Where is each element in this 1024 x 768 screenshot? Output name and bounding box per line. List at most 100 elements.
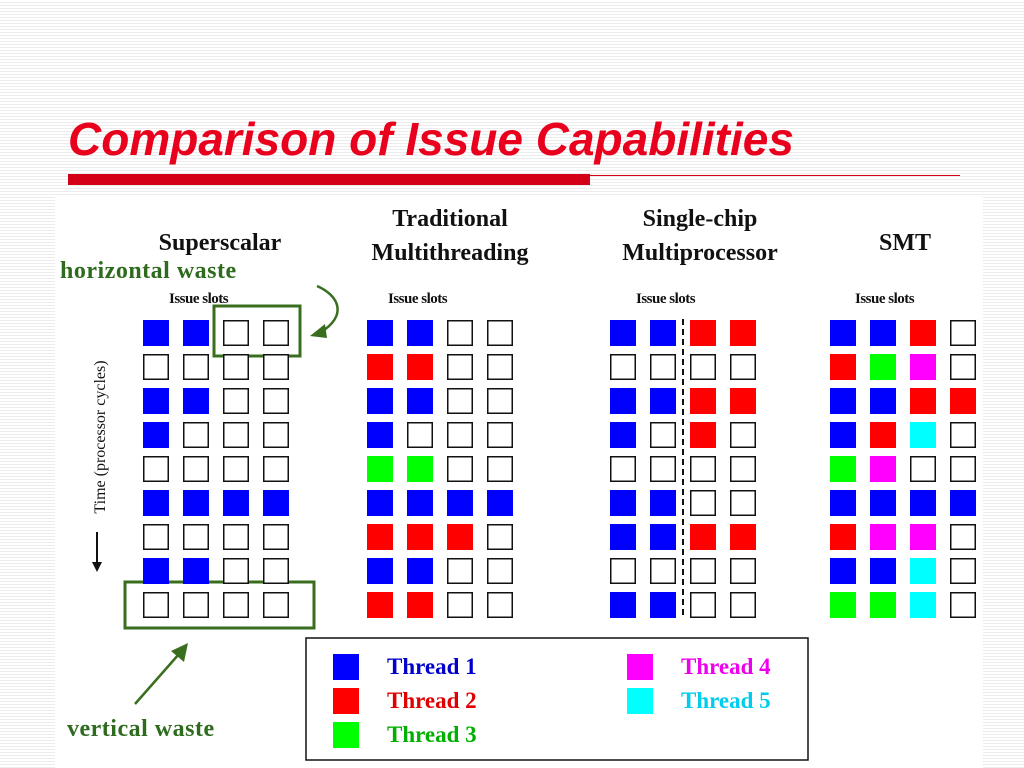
horizontal-waste-box: [212, 304, 302, 358]
issue-slot-empty: [650, 558, 676, 584]
issue-slot-thread-1: [407, 388, 433, 414]
issue-slot-thread-1: [610, 422, 636, 448]
issue-slot-thread-1: [950, 490, 976, 516]
issue-slot-thread-1: [143, 558, 169, 584]
slide-title: Comparison of Issue Capabilities: [68, 113, 794, 165]
issue-slot-empty: [447, 422, 473, 448]
issue-slot-empty: [223, 558, 249, 584]
issue-slot-thread-1: [650, 320, 676, 346]
issue-slot-thread-1: [650, 524, 676, 550]
issue-slot-empty: [487, 592, 513, 618]
vertical-waste-arrow: [134, 653, 180, 705]
legend-label: Thread 4: [681, 654, 771, 679]
issue-slot-thread-1: [610, 524, 636, 550]
issue-slot-thread-1: [367, 320, 393, 346]
vertical-waste-box: [123, 580, 316, 630]
issue-slot-thread-5: [910, 422, 936, 448]
issue-slot-empty: [690, 558, 716, 584]
issue-slot-empty: [950, 456, 976, 482]
issue-slot-empty: [223, 592, 249, 618]
legend-item-thread-5: Thread 5: [627, 688, 771, 714]
issue-slot-thread-1: [367, 422, 393, 448]
issue-slot-thread-1: [263, 490, 289, 516]
issue-slot-empty: [487, 388, 513, 414]
issue-slot-thread-2: [910, 388, 936, 414]
issue-slot-thread-1: [367, 388, 393, 414]
issue-slot-empty: [730, 422, 756, 448]
issue-slot-empty: [263, 456, 289, 482]
issue-slot-empty: [447, 456, 473, 482]
issue-slot-empty: [487, 456, 513, 482]
issue-slot-thread-1: [367, 558, 393, 584]
issue-slot-empty: [223, 524, 249, 550]
issue-slot-thread-1: [610, 490, 636, 516]
panel-heading-superscalar: Superscalar: [158, 230, 282, 256]
legend-label: Thread 2: [387, 688, 477, 713]
issue-slot-thread-2: [367, 524, 393, 550]
issue-slot-empty: [223, 320, 249, 346]
panel-heading-traditional-line2: Multithreading: [371, 240, 529, 266]
issue-slot-empty: [223, 422, 249, 448]
issue-slot-empty: [730, 592, 756, 618]
issue-slot-empty: [730, 558, 756, 584]
issue-slot-empty: [690, 456, 716, 482]
issue-slot-thread-2: [407, 592, 433, 618]
legend-label: Thread 3: [387, 722, 477, 747]
issue-slot-thread-5: [910, 592, 936, 618]
issue-slot-thread-2: [690, 524, 716, 550]
issue-slot-thread-4: [910, 524, 936, 550]
vertical-waste-label: vertical waste: [67, 716, 215, 742]
legend-swatch: [627, 688, 653, 714]
issue-slot-empty: [263, 592, 289, 618]
issue-slot-thread-1: [830, 422, 856, 448]
issue-slot-empty: [447, 388, 473, 414]
panel-heading-smt: SMT: [878, 230, 931, 256]
panel-heading-traditional-line1: Traditional: [392, 206, 508, 232]
issue-slot-thread-2: [830, 354, 856, 380]
issue-slot-empty: [487, 354, 513, 380]
issue-slot-thread-1: [870, 490, 896, 516]
issue-slot-thread-1: [870, 558, 896, 584]
issue-slot-thread-2: [367, 592, 393, 618]
horizontal-waste-label: horizontal waste: [60, 258, 237, 284]
issue-slot-empty: [223, 388, 249, 414]
issue-slot-thread-5: [910, 558, 936, 584]
issue-slot-empty: [263, 524, 289, 550]
issue-slot-empty: [263, 558, 289, 584]
issue-slot-thread-1: [143, 422, 169, 448]
issue-slot-empty: [447, 592, 473, 618]
issue-slot-empty: [950, 320, 976, 346]
issue-slot-empty: [730, 490, 756, 516]
issue-slot-thread-1: [143, 320, 169, 346]
issue-slot-thread-1: [183, 490, 209, 516]
issue-slot-empty: [950, 354, 976, 380]
issue-slot-thread-1: [870, 388, 896, 414]
horizontal-waste-arrowhead: [310, 324, 327, 338]
legend-item-thread-3: Thread 3: [333, 722, 477, 748]
issue-slot-thread-1: [407, 490, 433, 516]
issue-slot-thread-1: [447, 490, 473, 516]
issue-slots-label-superscalar: Issue slots: [169, 291, 229, 307]
issue-slot-empty: [263, 422, 289, 448]
issue-slot-thread-1: [407, 558, 433, 584]
issue-slot-empty: [950, 524, 976, 550]
issue-slot-empty: [650, 354, 676, 380]
issue-slot-empty: [183, 524, 209, 550]
legend-swatch: [333, 722, 359, 748]
issue-slot-empty: [487, 320, 513, 346]
issue-slot-empty: [183, 592, 209, 618]
issue-slot-thread-1: [610, 320, 636, 346]
issue-slot-thread-1: [830, 558, 856, 584]
issue-slot-thread-4: [910, 354, 936, 380]
issue-slot-thread-1: [487, 490, 513, 516]
issue-slot-thread-4: [870, 524, 896, 550]
issue-slot-thread-3: [870, 592, 896, 618]
issue-slot-thread-3: [870, 354, 896, 380]
issue-slot-empty: [407, 422, 433, 448]
issue-slot-empty: [487, 558, 513, 584]
issue-slot-empty: [610, 558, 636, 584]
issue-slot-empty: [950, 422, 976, 448]
issue-slot-thread-1: [223, 490, 249, 516]
issue-slot-empty: [143, 524, 169, 550]
title-underline-rule: [590, 175, 960, 176]
